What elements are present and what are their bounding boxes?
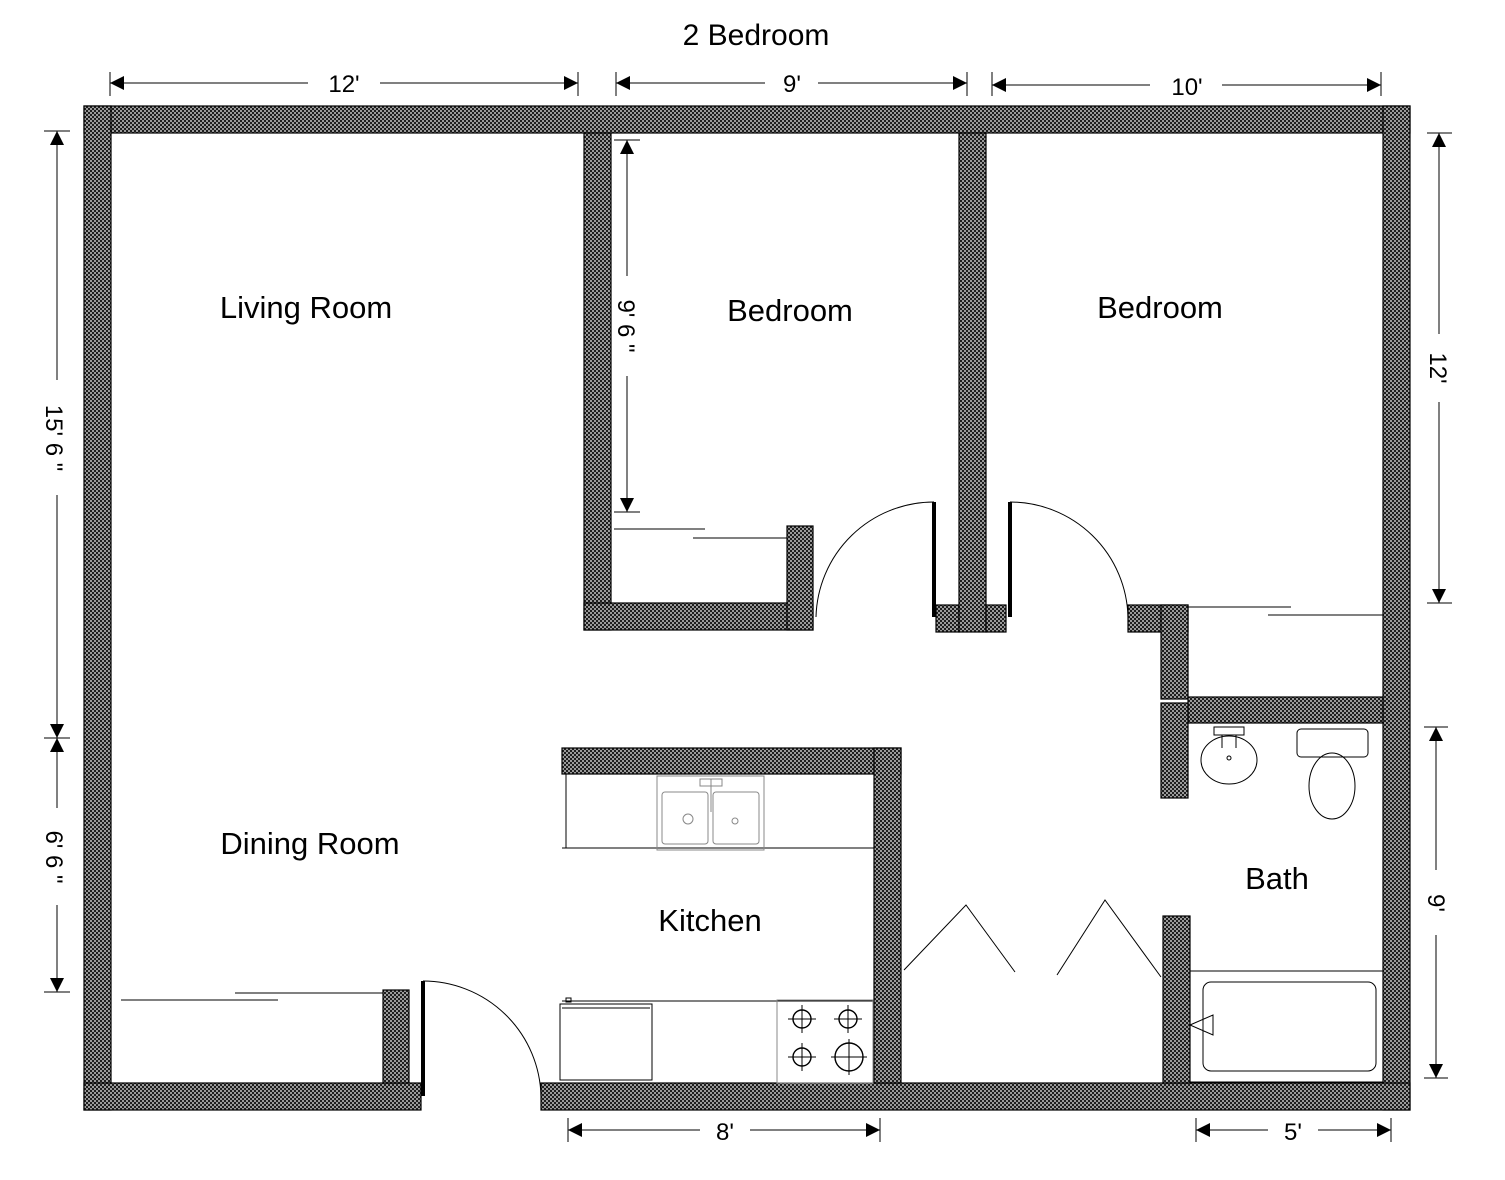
dimension-top-living: 12' [328,71,359,98]
doors [421,501,1162,1097]
dimension-top-bedroom-2: 10' [1171,74,1202,101]
dimension-left-dining: 6' 6 " [40,830,67,883]
bedroom-divider-wall [958,132,987,633]
kitchen-fixtures [559,774,874,1084]
bifold-door-right [1056,899,1162,978]
bedroom-2-door-swing [1009,501,1129,618]
bifold-door-left [903,904,1016,973]
exterior-wall-bottom-right [540,1082,1411,1111]
bedroom-2-door-jamb [985,604,1007,633]
bath-left-wall-upper [1160,702,1189,799]
stove-icon [776,999,874,1084]
bathtub-icon [1188,970,1384,1083]
dimension-bottom-bath: 5' [1284,1119,1302,1146]
bathroom-sink-icon [1200,726,1258,785]
bath-upper-left-wall [1160,604,1189,700]
front-door-jamb [382,989,410,1084]
front-door-swing [422,980,542,1097]
bath-fixtures [1188,726,1384,1083]
walls [83,105,1411,1111]
dimension-bedroom-1-depth: 9' 6 " [612,299,639,352]
room-label-living-room: Living Room [220,290,392,325]
room-label-bedroom-1: Bedroom [727,293,853,328]
toilet-icon [1296,728,1369,820]
dishwasher-icon [559,997,653,1081]
bedroom-1-door-swing [815,501,935,618]
kitchen-right-wall [873,747,902,1084]
bath-left-wall-lower [1162,915,1191,1084]
dimension-right-bedroom-2: 12' [1424,352,1451,383]
kitchen-top-wall [561,747,902,775]
room-label-dining-room: Dining Room [220,826,399,861]
room-label-bath: Bath [1245,861,1309,896]
bedroom-1-closet-post [786,525,814,631]
exterior-wall-top [83,105,1411,134]
dimension-right-bath: 9' [1422,894,1449,912]
plan-title: 2 Bedroom [683,19,830,52]
room-label-kitchen: Kitchen [658,903,761,938]
exterior-wall-bottom-left [83,1082,422,1111]
dimension-bottom-kitchen: 8' [716,1119,734,1146]
bedroom-1-door-jamb [935,604,960,633]
dimension-lines [44,72,1452,1142]
closet-sliders [121,528,1383,1001]
dimension-top-bedroom-1: 9' [783,71,801,98]
exterior-wall-right [1382,105,1411,1111]
kitchen-sink-icon [656,775,765,851]
bedroom-1-bottom-wall [583,602,814,631]
room-label-bedroom-2: Bedroom [1097,290,1223,325]
bath-top-wall [1187,696,1384,724]
exterior-wall-left [83,105,112,1111]
bedroom-1-left-wall [583,132,612,631]
dimension-left-living: 15' 6 " [40,405,67,471]
